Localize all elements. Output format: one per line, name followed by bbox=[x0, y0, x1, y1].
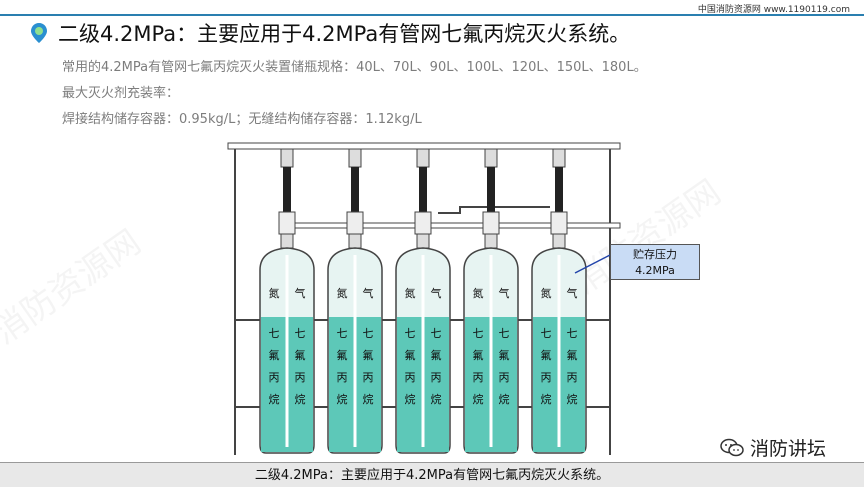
cylinder-agent-label: 丙 bbox=[431, 371, 442, 384]
site-watermark: 中国消防资源网 www.1190119.com bbox=[697, 5, 850, 15]
cylinder-agent-label: 氟 bbox=[405, 349, 416, 362]
cylinder-gas-label: 气 bbox=[431, 286, 442, 300]
brand: 消防讲坛 bbox=[720, 434, 826, 461]
cylinder-agent-label: 氟 bbox=[567, 349, 578, 362]
cylinder-valve-head bbox=[348, 148, 362, 168]
callout-value: 4.2MPa bbox=[635, 264, 675, 277]
cylinder-agent-label: 氟 bbox=[431, 349, 442, 362]
cylinder-agent-label: 丙 bbox=[295, 371, 306, 384]
cylinder-neck bbox=[484, 233, 498, 249]
cylinder-gas-label: 氮 bbox=[473, 286, 484, 300]
cylinder-agent-label: 烷 bbox=[295, 392, 306, 406]
manifold-pipe bbox=[279, 222, 621, 229]
cylinder-agent-label: 丙 bbox=[541, 371, 552, 384]
cylinder-agent-label: 丙 bbox=[363, 371, 374, 384]
cylinder-agent-label: 烷 bbox=[541, 392, 552, 406]
cylinder-agent-label: 七 bbox=[431, 327, 442, 340]
cylinder-agent-label: 氟 bbox=[473, 349, 484, 362]
cylinder-gas-label: 气 bbox=[295, 286, 306, 300]
cylinder-spec-text: 常用的4.2MPa有管网七氟丙烷灭火装置储瓶规格：40L、70L、90L、100… bbox=[62, 60, 647, 75]
cylinder-agent-label: 丙 bbox=[567, 371, 578, 384]
cylinder-valve-body bbox=[482, 211, 500, 235]
cylinder-valve-head bbox=[484, 148, 498, 168]
cylinder-gas-label: 气 bbox=[499, 286, 510, 300]
footer-caption: 二级4.2MPa：主要应用于4.2MPa有管网七氟丙烷灭火系统。 bbox=[254, 468, 610, 483]
fill-ratio-heading: 最大灭火剂充装率： bbox=[62, 86, 180, 101]
cylinder-agent-label: 七 bbox=[499, 327, 510, 340]
pressure-callout: 贮存压力 4.2MPa bbox=[610, 244, 700, 280]
rack-top-beam bbox=[227, 142, 621, 150]
cylinder-hose bbox=[487, 167, 495, 212]
cylinder-neck bbox=[416, 233, 430, 249]
cylinder-agent-label: 七 bbox=[541, 327, 552, 340]
cylinder-neck bbox=[348, 233, 362, 249]
cylinder-agent-label: 七 bbox=[567, 327, 578, 340]
background-watermark: 消防资源网 bbox=[0, 216, 149, 354]
cylinder-agent-label: 七 bbox=[405, 327, 416, 340]
cylinder-hose bbox=[283, 167, 291, 212]
fill-ratio-values: 焊接结构储存容器：0.95kg/L；无缝结构储存容器：1.12kg/L bbox=[62, 112, 422, 127]
cylinder-agent-label: 丙 bbox=[405, 371, 416, 384]
cylinder-valve-body bbox=[278, 211, 296, 235]
brand-name: 消防讲坛 bbox=[750, 438, 827, 460]
cylinder-agent-label: 氟 bbox=[363, 349, 374, 362]
cylinder-agent-label: 烷 bbox=[363, 392, 374, 406]
cylinder-agent-label: 丙 bbox=[499, 371, 510, 384]
cylinder-valve-head bbox=[416, 148, 430, 168]
footer-bar bbox=[0, 462, 864, 487]
callout-leader bbox=[574, 254, 611, 274]
cylinder-agent-label: 丙 bbox=[473, 371, 484, 384]
cylinder-agent-label: 氟 bbox=[337, 349, 348, 362]
cylinder-valve-body bbox=[550, 211, 568, 235]
cylinder-agent-label: 氟 bbox=[295, 349, 306, 362]
cylinder-agent-label: 氟 bbox=[541, 349, 552, 362]
cylinder-gas-label: 氮 bbox=[541, 286, 552, 300]
cylinder-agent-label: 氟 bbox=[269, 349, 280, 362]
cylinder-agent-label: 烷 bbox=[499, 392, 510, 406]
cylinder-agent-label: 烷 bbox=[431, 392, 442, 406]
callout-label: 贮存压力 bbox=[633, 248, 677, 261]
cylinder-valve-head bbox=[280, 148, 294, 168]
cylinder-agent-label: 七 bbox=[295, 327, 306, 340]
header-rule bbox=[0, 14, 864, 16]
cylinder-hose bbox=[419, 167, 427, 212]
wechat-icon bbox=[720, 438, 744, 456]
cylinder-valve-head bbox=[552, 148, 566, 168]
page-title: 二级4.2MPa：主要应用于4.2MPa有管网七氟丙烷灭火系统。 bbox=[58, 22, 631, 46]
cylinder-neck bbox=[280, 233, 294, 249]
cylinder-agent-label: 丙 bbox=[269, 371, 280, 384]
cylinder-gas-label: 氮 bbox=[405, 286, 416, 300]
location-pin-icon bbox=[31, 23, 47, 43]
cylinder-agent-label: 烷 bbox=[269, 392, 280, 406]
cylinder-agent-label: 丙 bbox=[337, 371, 348, 384]
cylinder-valve-body bbox=[346, 211, 364, 235]
gas-line bbox=[438, 206, 550, 214]
cylinder-neck bbox=[552, 233, 566, 249]
cylinder-hose bbox=[351, 167, 359, 212]
cylinder-hose bbox=[555, 167, 563, 212]
cylinder-gas-label: 气 bbox=[363, 286, 374, 300]
cylinder-gas-label: 氮 bbox=[337, 286, 348, 300]
cylinder-agent-label: 烷 bbox=[337, 392, 348, 406]
cylinder-valve-body bbox=[414, 211, 432, 235]
cylinder-agent-label: 七 bbox=[473, 327, 484, 340]
cylinder-agent-label: 烷 bbox=[405, 392, 416, 406]
cylinder-agent-label: 烷 bbox=[473, 392, 484, 406]
cylinder-agent-label: 七 bbox=[337, 327, 348, 340]
cylinder-agent-label: 烷 bbox=[567, 392, 578, 406]
cylinder-gas-label: 气 bbox=[567, 286, 578, 300]
cylinder-rack-diagram: 氮气七氟丙烷七氟丙烷氮气七氟丙烷七氟丙烷氮气七氟丙烷七氟丙烷氮气七氟丙烷七氟丙烷… bbox=[227, 142, 621, 455]
cylinder-gas-label: 氮 bbox=[269, 286, 280, 300]
cylinder-agent-label: 七 bbox=[363, 327, 374, 340]
cylinder-agent-label: 七 bbox=[269, 327, 280, 340]
cylinder-agent-label: 氟 bbox=[499, 349, 510, 362]
